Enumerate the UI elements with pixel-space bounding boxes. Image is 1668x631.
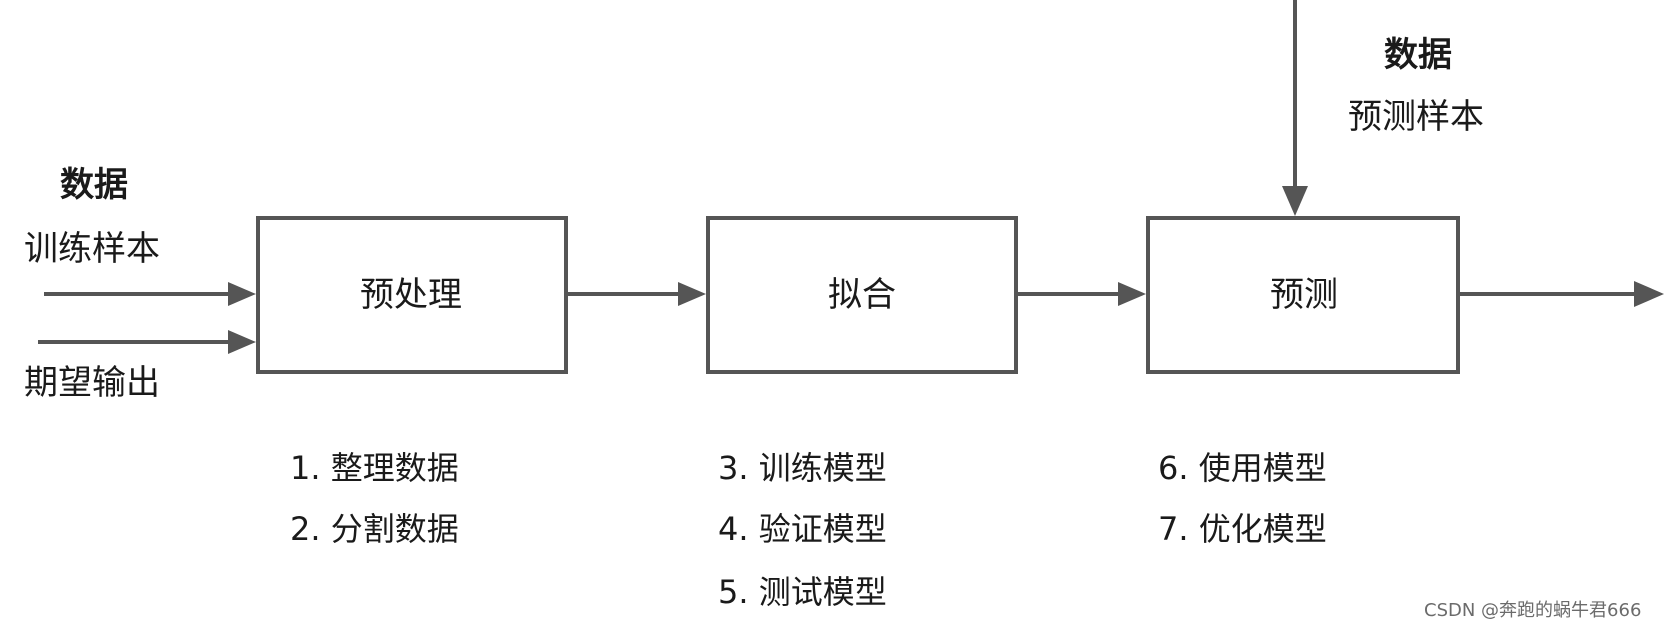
expected-output-label: 期望输出 (24, 363, 160, 403)
step-list-item: 1. 整理数据 (290, 449, 459, 487)
training-samples-label: 训练样本 (24, 229, 160, 269)
csdn-watermark: CSDN @奔跑的蜗牛君666 (1424, 600, 1642, 621)
predict-box-label: 预测 (1270, 275, 1338, 315)
predict-output-arrowhead (1634, 281, 1664, 307)
step-list-item: 5. 测试模型 (718, 573, 887, 611)
step-list-item: 7. 优化模型 (1158, 510, 1327, 548)
step-list-item: 4. 验证模型 (718, 510, 887, 548)
step-list-item: 6. 使用模型 (1158, 449, 1327, 487)
expected-output-arrowhead (228, 330, 256, 354)
fit-to-predict-arrowhead (1118, 282, 1146, 306)
input-data-heading: 数据 (60, 165, 128, 205)
predict-samples-label: 预测样本 (1348, 97, 1484, 137)
preprocess-to-fit-arrowhead (678, 282, 706, 306)
step-list-item: 2. 分割数据 (290, 510, 459, 548)
training-samples-arrowhead (228, 282, 256, 306)
predict-data-heading: 数据 (1384, 35, 1452, 75)
preprocess-box-label: 预处理 (360, 275, 462, 315)
fit-box-label: 拟合 (828, 275, 896, 315)
predict-samples-arrowhead (1282, 186, 1308, 216)
step-list-item: 3. 训练模型 (718, 449, 887, 487)
